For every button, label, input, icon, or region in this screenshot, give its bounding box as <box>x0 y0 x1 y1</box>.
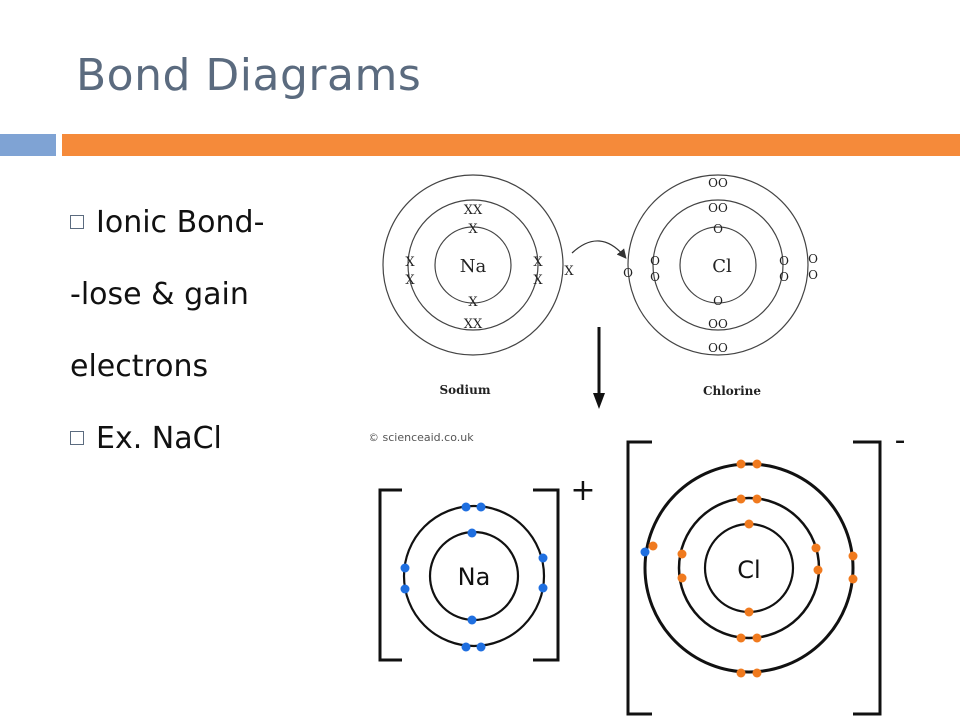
electron-mark: O <box>650 254 660 268</box>
sodium-symbol: Na <box>460 256 487 277</box>
electron-mark: X <box>468 222 478 237</box>
electron-mark: X <box>405 273 415 288</box>
electron-mark: OO <box>708 176 728 190</box>
chlorine-label: Chlorine <box>703 384 761 398</box>
chlorine-left-bracket <box>626 440 652 716</box>
electron-mark: OO <box>708 317 728 331</box>
bullet-text: Ex. NaCl <box>96 420 222 456</box>
chlorine-atom <box>627 174 809 356</box>
transferred-electron <box>640 547 650 557</box>
bullet-continuation: -lose & gain <box>70 258 370 330</box>
bullet-text: Ionic Bond- <box>96 204 265 240</box>
chlorine-inner-shell <box>679 226 757 304</box>
electron-mark: O <box>808 252 818 266</box>
electron-mark: O <box>713 222 723 236</box>
sodium-label: Sodium <box>439 383 490 397</box>
sodium-atom <box>382 174 564 356</box>
electron-mark: O <box>779 254 789 268</box>
electron-mark: O <box>808 268 818 282</box>
chlorine-outer-shell <box>627 174 809 356</box>
electron-mark: O <box>713 294 723 308</box>
ionic-bond-diagram: + Na - Cl <box>378 430 906 716</box>
accent-bar-blue <box>0 134 56 156</box>
credit-text: © scienceaid.co.uk <box>370 431 474 444</box>
valence-electron-mark: X <box>564 264 574 279</box>
electron-mark: X <box>405 255 415 270</box>
chlorine-right-bracket <box>853 440 882 716</box>
sodium-right-bracket <box>533 488 560 662</box>
slide-title: Bond Diagrams <box>76 50 422 101</box>
chlorine-ion-symbol: Cl <box>737 556 760 584</box>
sodium-outer-shell <box>382 174 564 356</box>
square-bullet-icon <box>70 215 84 229</box>
electron-mark: XX <box>464 317 483 332</box>
electron-mark: OO <box>708 201 728 215</box>
electron-mark: O <box>650 270 660 284</box>
electron-mark: X <box>468 295 478 310</box>
sodium-left-bracket <box>378 488 402 662</box>
bullet-continuation: electrons <box>70 330 370 402</box>
bullet-item: Ionic Bond- <box>70 186 370 258</box>
sodium-ion-symbol: Na <box>458 563 491 591</box>
sodium-inner-shell <box>434 226 512 304</box>
electron-mark: X <box>533 255 543 270</box>
bullet-text: electrons <box>70 348 209 384</box>
accent-bar-orange <box>62 134 960 156</box>
chlorine-symbol: Cl <box>712 256 732 277</box>
square-bullet-icon <box>70 431 84 445</box>
chlorine-ion-electrons <box>648 459 858 678</box>
electron-mark: X <box>533 273 543 288</box>
electron-mark: O <box>779 270 789 284</box>
bullet-item: Ex. NaCl <box>70 402 370 474</box>
transfer-arrow <box>571 240 627 259</box>
chlorine-charge: - <box>895 430 906 458</box>
sodium-charge: + <box>570 473 595 508</box>
electron-mark: O <box>623 266 633 280</box>
bullet-list: Ionic Bond- -lose & gain electrons Ex. N… <box>70 186 370 474</box>
sodium-ion-electrons <box>400 502 548 652</box>
sodium-ion-outer-shell <box>402 504 546 648</box>
chlorine-middle-shell <box>652 199 784 331</box>
electron-transfer-diagram: Na XX X X X X X X X XX Sodium Cl OO OO O… <box>370 174 818 444</box>
sodium-middle-shell <box>407 199 539 331</box>
chlorine-ion-outer-shell <box>643 462 855 674</box>
electron-mark: OO <box>708 341 728 355</box>
down-arrow-head <box>593 393 605 409</box>
electron-mark: XX <box>464 203 483 218</box>
bullet-text: -lose & gain <box>70 276 249 312</box>
